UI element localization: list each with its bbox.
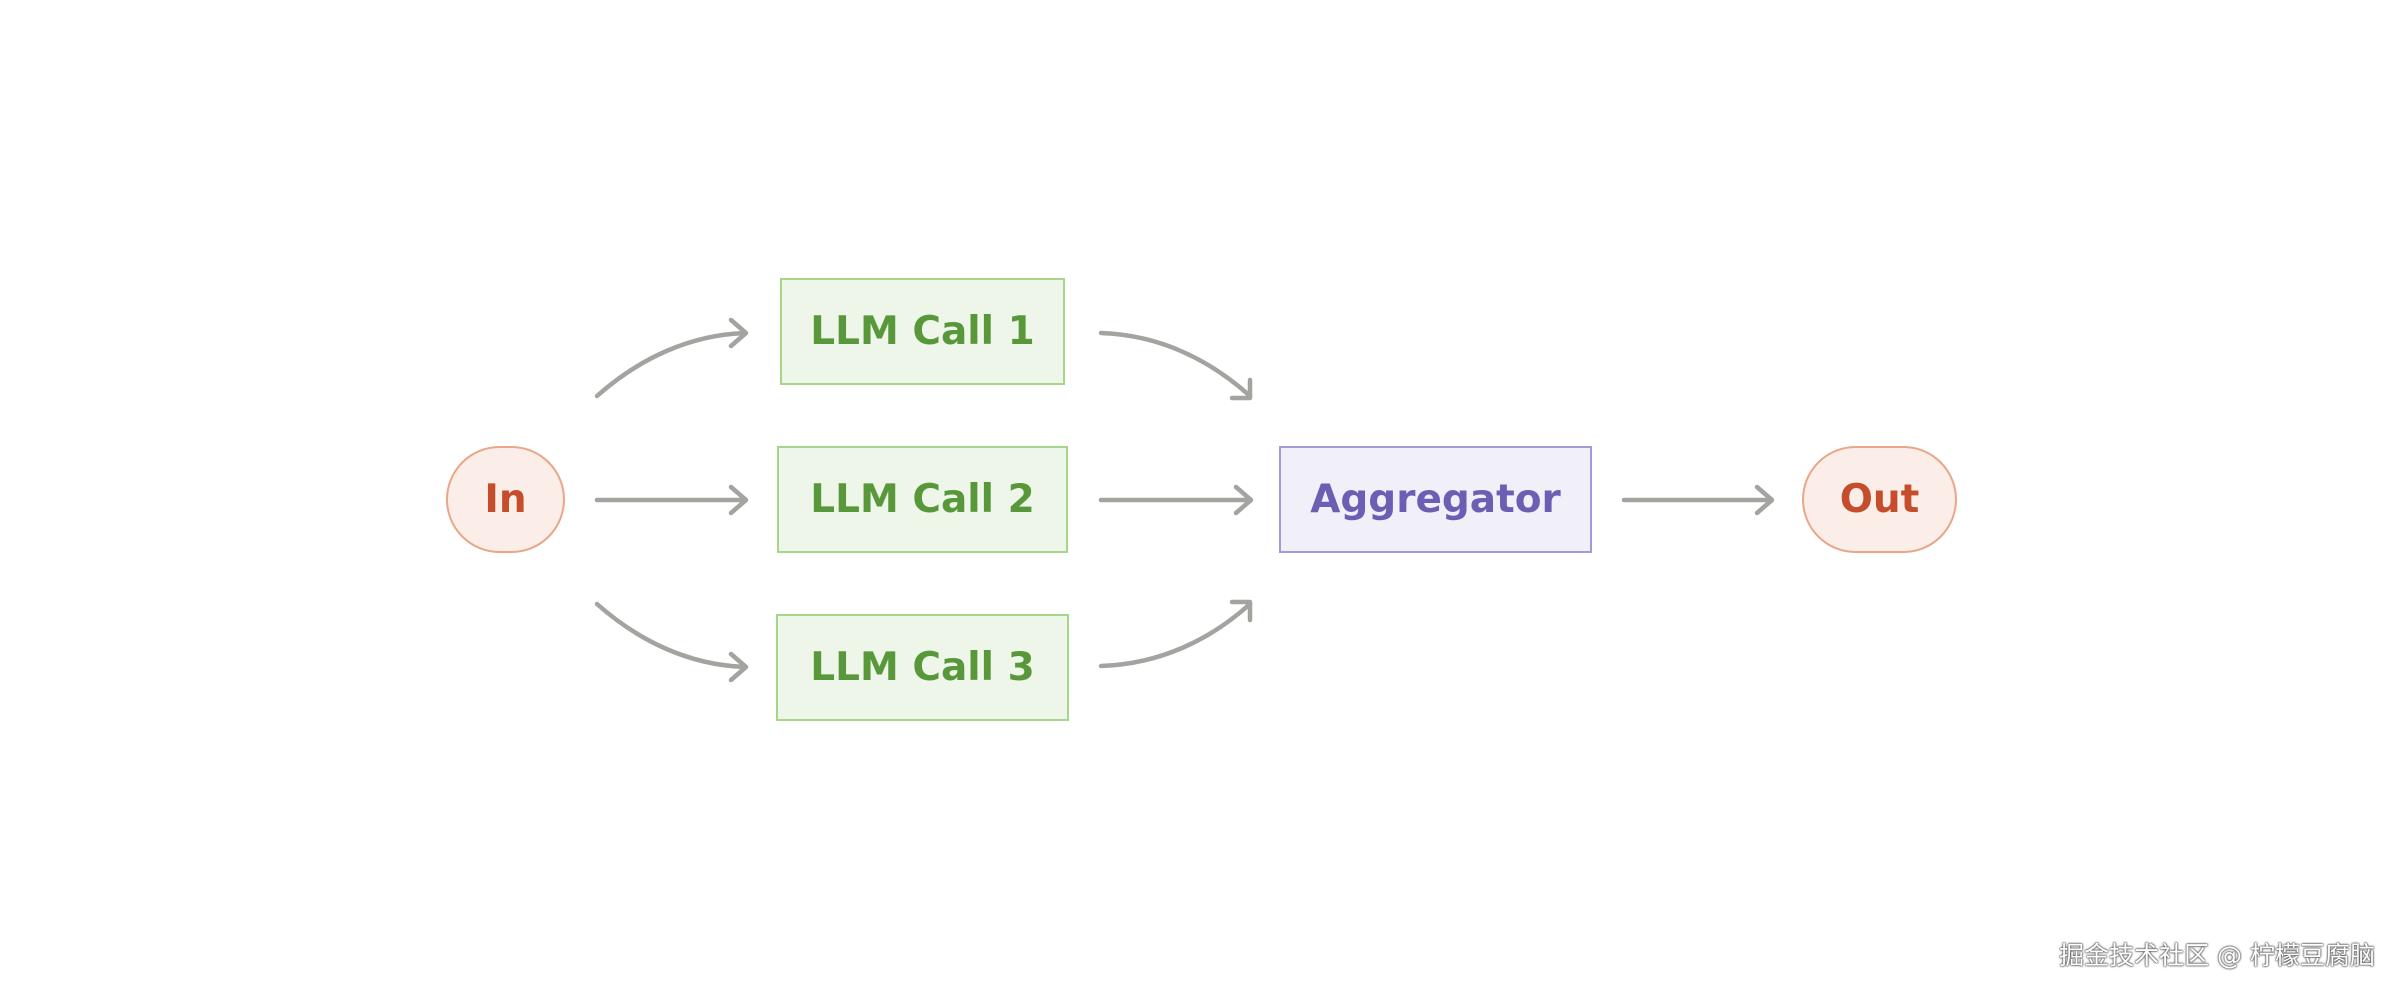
arrow-call1-to-aggregator <box>1098 330 1253 401</box>
arrow-in-to-call2 <box>594 484 749 516</box>
arrow-call2-to-aggregator <box>1098 484 1254 516</box>
node-llm-call-2-label: LLM Call 2 <box>810 477 1035 522</box>
arrow-aggregator-to-out <box>1621 484 1775 516</box>
arrow-in-to-call1 <box>594 317 749 399</box>
node-llm-call-1-label: LLM Call 1 <box>810 309 1035 354</box>
arrow-in-to-call3 <box>594 601 749 683</box>
node-in: In <box>446 446 565 553</box>
node-llm-call-3: LLM Call 3 <box>776 614 1069 721</box>
node-out: Out <box>1802 446 1957 553</box>
arrow-call3-to-aggregator <box>1098 599 1253 669</box>
node-llm-call-3-label: LLM Call 3 <box>810 645 1035 690</box>
node-llm-call-2: LLM Call 2 <box>777 446 1068 553</box>
node-aggregator-label: Aggregator <box>1310 477 1561 522</box>
node-aggregator: Aggregator <box>1279 446 1592 553</box>
node-out-label: Out <box>1839 477 1920 522</box>
node-in-label: In <box>484 477 527 522</box>
node-llm-call-1: LLM Call 1 <box>780 278 1065 385</box>
watermark: 掘金技术社区 @ 柠檬豆腐脑 <box>2059 941 2375 970</box>
